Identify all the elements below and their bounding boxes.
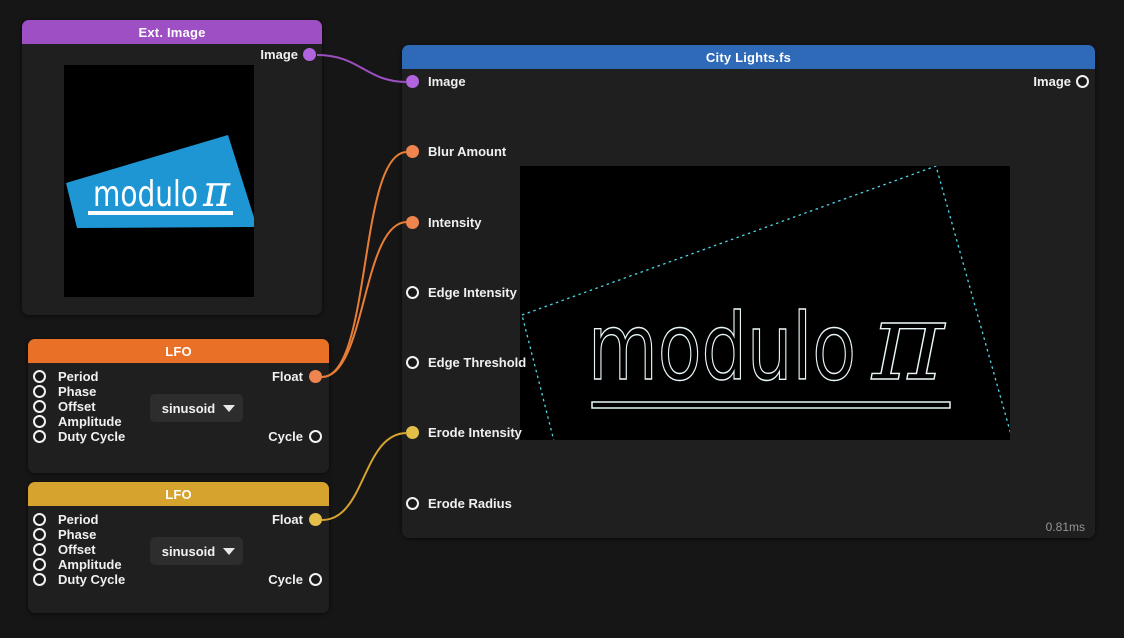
wire-ext-image-to-city-image[interactable] [316, 54, 408, 83]
lfo2-phase-label: Phase [58, 527, 97, 542]
city-blur-amount-label: Blur Amount [428, 144, 507, 159]
lfo1-duty-cycle-label: Duty Cycle [58, 429, 126, 444]
city-erode-radius-port[interactable] [406, 497, 419, 510]
city-edge-threshold-label: Edge Threshold [428, 355, 527, 370]
lfo1-phase-port[interactable] [33, 385, 46, 398]
lfo1-waveform-value: sinusoid [161, 400, 216, 416]
city-intensity-label: Intensity [428, 215, 482, 230]
lfo1-amplitude-port[interactable] [33, 415, 46, 428]
city-erode-radius-label: Erode Radius [428, 496, 512, 511]
edge-logo-pi: π [871, 280, 946, 405]
lfo2-duty-cycle-port[interactable] [33, 573, 46, 586]
lfo2-cycle-port[interactable] [309, 573, 322, 586]
ext-image-output-label: Image [260, 47, 298, 62]
lfo2-period-label: Period [58, 512, 99, 527]
wire-lfo2-float-to-erode-intensity[interactable] [321, 432, 408, 521]
node-lfo-2-header[interactable]: LFO [28, 482, 329, 506]
lfo1-duty-cycle-port[interactable] [33, 430, 46, 443]
edge-logo-underline [591, 401, 951, 409]
lfo2-period-port[interactable] [33, 513, 46, 526]
node-lfo-2-title: LFO [165, 486, 192, 502]
city-image-output-port[interactable] [1076, 75, 1089, 88]
render-time-badge: 0.81ms [1045, 520, 1085, 534]
lfo2-float-port[interactable] [309, 513, 322, 526]
node-ext-image-title: Ext. Image [138, 24, 206, 40]
lfo1-offset-label: Offset [58, 399, 96, 414]
edge-logo-word: modulo [588, 294, 856, 401]
lfo2-duty-cycle-label: Duty Cycle [58, 572, 126, 587]
lfo2-waveform-dropdown[interactable]: sinusoid [150, 537, 243, 565]
lfo1-period-port[interactable] [33, 370, 46, 383]
node-lfo-1[interactable]: LFO Period Phase Offset Amplitude Duty C… [28, 339, 329, 473]
ext-image-output-port[interactable] [303, 48, 316, 61]
lfo1-waveform-dropdown[interactable]: sinusoid [150, 394, 243, 422]
city-blur-amount-port[interactable] [406, 145, 419, 158]
city-intensity-port[interactable] [406, 216, 419, 229]
city-erode-intensity-label: Erode Intensity [428, 425, 522, 440]
node-city-lights-header[interactable]: City Lights.fs [402, 45, 1095, 69]
lfo1-float-label: Float [271, 369, 303, 384]
chevron-down-icon [223, 547, 235, 555]
node-lfo-2[interactable]: LFO Period Phase Offset Amplitude Duty C… [28, 482, 329, 613]
lfo2-amplitude-port[interactable] [33, 558, 46, 571]
city-lights-preview: modulo π [520, 166, 1010, 440]
lfo1-phase-label: Phase [58, 384, 97, 399]
lfo1-cycle-port[interactable] [309, 430, 322, 443]
city-image-input-label: Image [428, 74, 466, 89]
logo-blue-shape [66, 135, 254, 228]
lfo1-amplitude-label: Amplitude [58, 414, 122, 429]
lfo2-offset-port[interactable] [33, 543, 46, 556]
node-city-lights[interactable]: City Lights.fs modulo π Image Image Blur… [402, 45, 1095, 538]
lfo2-amplitude-label: Amplitude [58, 557, 122, 572]
city-edge-threshold-port[interactable] [406, 356, 419, 369]
lfo2-float-label: Float [271, 512, 303, 527]
node-lfo-1-title: LFO [165, 343, 192, 359]
chevron-down-icon [223, 404, 235, 412]
lfo2-cycle-label: Cycle [268, 572, 303, 587]
wire-lfo1-float-to-blur-amount[interactable] [321, 151, 408, 378]
logo-underline [88, 211, 233, 215]
logo-word: modulo [93, 174, 198, 215]
lfo1-period-label: Period [58, 369, 99, 384]
node-ext-image-header[interactable]: Ext. Image [22, 20, 322, 44]
city-image-input-port[interactable] [406, 75, 419, 88]
ext-image-preview: modulo π [64, 65, 254, 297]
city-erode-intensity-port[interactable] [406, 426, 419, 439]
lfo2-phase-port[interactable] [33, 528, 46, 541]
lfo2-waveform-value: sinusoid [161, 543, 216, 559]
city-edge-intensity-label: Edge Intensity [428, 285, 517, 300]
lfo2-offset-label: Offset [58, 542, 96, 557]
node-ext-image[interactable]: Ext. Image modulo π Image [22, 20, 322, 315]
city-image-output-label: Image [1033, 74, 1071, 89]
node-lfo-1-header[interactable]: LFO [28, 339, 329, 363]
city-lights-preview-bg [520, 166, 1010, 440]
node-city-lights-title: City Lights.fs [705, 49, 792, 65]
lfo1-float-port[interactable] [309, 370, 322, 383]
logo-pi: π [202, 166, 231, 217]
lfo1-cycle-label: Cycle [268, 429, 303, 444]
city-edge-intensity-port[interactable] [406, 286, 419, 299]
lfo1-offset-port[interactable] [33, 400, 46, 413]
wire-lfo1-float-to-intensity[interactable] [321, 221, 408, 378]
